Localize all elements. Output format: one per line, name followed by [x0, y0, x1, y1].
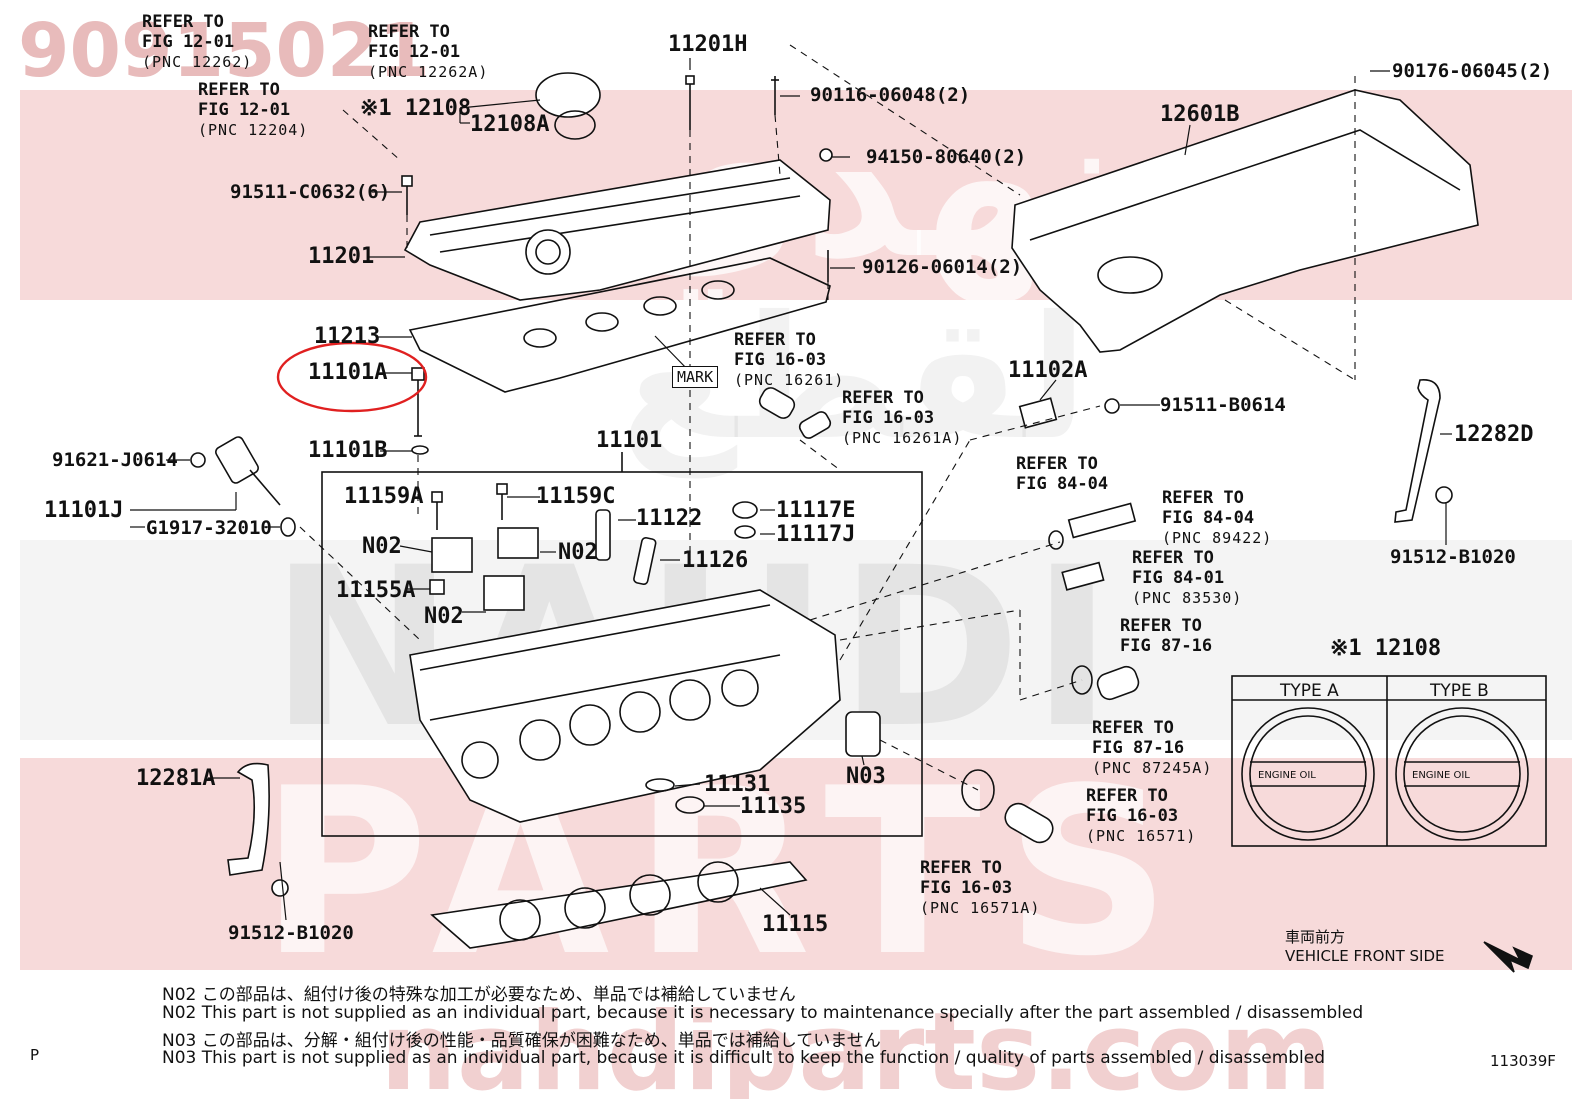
note-n02-jp: N02 この部品は、組付け後の特殊な加工が必要なため、単品では補給していません [162, 985, 796, 1005]
figure-code: 113039F [1490, 1052, 1556, 1070]
bracket-12282D [1394, 379, 1441, 523]
valve-cover-gasket [408, 257, 831, 393]
label-11155A[interactable]: 11155A [336, 578, 416, 603]
label-91512-B1020-right[interactable]: 91512-B1020 [1390, 546, 1516, 568]
label-11159A[interactable]: 11159A [344, 484, 424, 509]
ocv-valve [215, 436, 281, 506]
label-11101B[interactable]: 11101B [308, 438, 388, 463]
label-90116-06048[interactable]: 90116-06048(2) [810, 84, 971, 106]
watermark-part-number: 90915021 [18, 8, 430, 94]
label-12108[interactable]: ※1 12108 [360, 96, 472, 121]
label-11101[interactable]: 11101 [596, 428, 663, 453]
label-G1917-32010[interactable]: G1917-32010 [146, 517, 272, 539]
note-n03-en: N03 This part is not supplied as an indi… [162, 1048, 1326, 1068]
label-94150-80640[interactable]: 94150-80640(2) [866, 146, 1027, 168]
label-11126[interactable]: 11126 [682, 548, 749, 573]
label-11213[interactable]: 11213 [314, 324, 381, 349]
nut-94150 [819, 148, 833, 162]
label-11201[interactable]: 11201 [308, 244, 375, 269]
label-90126-06014[interactable]: 90126-06014(2) [862, 256, 1023, 278]
label-91512-B1020-left[interactable]: 91512-B1020 [228, 922, 354, 944]
label-90176-06045[interactable]: 90176-06045(2) [1392, 60, 1553, 82]
bolt-11201H [685, 75, 695, 130]
label-11117J[interactable]: 11117J [776, 522, 856, 547]
label-12282D[interactable]: 12282D [1454, 422, 1534, 447]
label-12601B[interactable]: 12601B [1160, 102, 1240, 127]
bracket-12281A [227, 762, 270, 876]
label-12281A[interactable]: 12281A [136, 766, 216, 791]
note-n03-jp: N03 この部品は、分解・組付け後の性能・品質確保が困難なため、単品では補給して… [162, 1031, 881, 1051]
label-N02-a[interactable]: N02 [362, 534, 402, 559]
label-N02-b[interactable]: N02 [558, 540, 598, 565]
note-n02-en: N02 This part is not supplied as an indi… [162, 1003, 1364, 1023]
label-91511-C0632[interactable]: 91511-C0632(6) [230, 181, 391, 203]
front-side-jp: 車両前方 [1285, 928, 1346, 946]
label-91621-J0614[interactable]: 91621-J0614 [52, 449, 178, 471]
cap-b-text: ENGINE OIL [1412, 770, 1470, 781]
watermark-band-bottom [20, 758, 1572, 970]
bolt-11101A [411, 367, 425, 437]
label-11131[interactable]: 11131 [704, 772, 771, 797]
inset-type-a: TYPE A [1280, 681, 1339, 701]
label-12108A[interactable]: 12108A [470, 112, 550, 137]
label-12108-inset[interactable]: ※1 12108 [1330, 636, 1442, 661]
label-11101J[interactable]: 11101J [44, 498, 124, 523]
label-91511-B0614[interactable]: 91511-B0614 [1160, 394, 1286, 416]
front-arrow-icon [1483, 941, 1533, 973]
inset-type-b: TYPE B [1430, 681, 1489, 701]
label-11135[interactable]: 11135 [740, 794, 807, 819]
watermark-site: nahdiparts.com [380, 990, 1333, 1099]
label-11159C[interactable]: 11159C [536, 484, 616, 509]
head-gasket-shape [430, 861, 808, 949]
stud-90116 [771, 76, 779, 115]
front-side-en: VEHICLE FRONT SIDE [1285, 947, 1445, 965]
label-11115[interactable]: 11115 [762, 912, 829, 937]
bolt-91511C [401, 175, 413, 215]
label-N03[interactable]: N03 [846, 764, 886, 789]
oil-cap-inset [1231, 675, 1547, 847]
footer-mark: P [30, 1046, 40, 1064]
cap-a-text: ENGINE OIL [1258, 770, 1316, 781]
label-11201H[interactable]: 11201H [668, 32, 748, 57]
valve-cover-shape [403, 159, 831, 301]
label-11122[interactable]: 11122 [636, 506, 703, 531]
highlight-circle [276, 341, 428, 413]
label-11101A[interactable]: 11101A [308, 360, 388, 385]
label-N02-c[interactable]: N02 [424, 604, 464, 629]
label-11117E[interactable]: 11117E [776, 498, 856, 523]
label-11102A[interactable]: 11102A [1008, 358, 1088, 383]
label-mark: MARK [672, 366, 719, 388]
cylinder-head-block [409, 589, 841, 823]
engine-cover-shape [1011, 89, 1479, 353]
